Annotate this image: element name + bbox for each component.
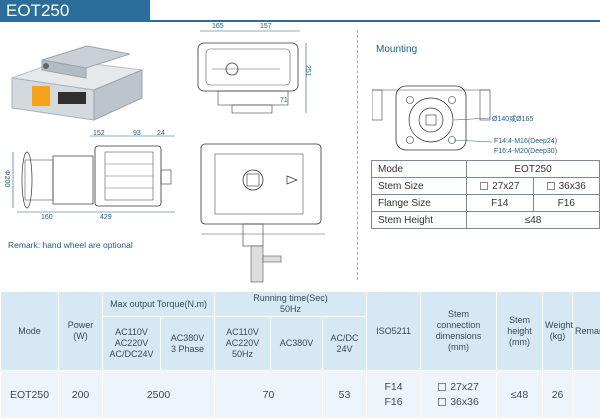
- cell-power: 200: [59, 371, 103, 419]
- mount-flange-2: F16: [533, 195, 599, 212]
- header-torque: Max output Torque(N.m): [103, 292, 215, 317]
- side-dim-small: 71: [280, 97, 288, 104]
- cell-running: 70: [215, 371, 323, 419]
- top-dim-left: 165: [212, 23, 224, 30]
- cell-stem-conn: 27x27 36x36: [421, 371, 497, 419]
- cell-run-acdc: 53: [323, 371, 367, 419]
- header-iso: ISO5211: [367, 292, 421, 371]
- header-run-acdc: AC/DC 24V: [323, 317, 367, 371]
- mount-stem-size-2: 36x36: [533, 178, 599, 195]
- spec-table: Mode Power (W) Max output Torque(N.m) Ru…: [0, 291, 600, 419]
- mount-stem-height-label: Stem Height: [372, 212, 467, 229]
- title-rule: [0, 20, 600, 22]
- mount-note-f16: F16:4-M20(Deep30): [494, 148, 557, 155]
- cell-stem-conn-2-text: 36x36: [450, 396, 479, 408]
- checkbox-icon: [547, 182, 555, 190]
- header-power: Power (W): [59, 292, 103, 371]
- header-mode: Mode: [1, 292, 59, 371]
- mounting-table: Mode EOT250 Stem Size 27x27 36x36 Flange…: [371, 160, 600, 229]
- product-photo: [2, 30, 152, 125]
- mount-stem-height-value: ≤48: [467, 212, 600, 229]
- header-remark: Remark: [573, 292, 600, 371]
- side-dim: 251: [304, 65, 311, 77]
- cell-stem-conn-1-text: 27x27: [450, 381, 479, 393]
- remark-text: Remark: hand wheel are optional: [8, 240, 133, 250]
- dim-dia: Φ200: [3, 170, 10, 187]
- top-view-drawing: 165 157 251 71: [190, 25, 315, 115]
- checkbox-icon: [438, 383, 446, 391]
- mount-flange-1: F14: [467, 195, 533, 212]
- dim-93: 93: [133, 130, 141, 137]
- profile-drawing: 152 93 24 429 160 Φ200: [5, 130, 185, 225]
- header-run-ac110: AC110V AC220V 50Hz: [215, 317, 271, 371]
- cell-torque: 2500: [103, 371, 215, 419]
- mounting-flange-drawing: Ø140或Ø165 F14:4-M16(Deep24) F16:4-M20(De…: [372, 80, 572, 152]
- dim-160: 160: [41, 214, 53, 221]
- mount-note-f14: F14:4-M16(Deep24): [494, 138, 557, 145]
- cell-weight: 26: [543, 371, 573, 419]
- header-running: Running time(Sec) 50Hz: [215, 292, 367, 317]
- mount-stem-size-label: Stem Size: [372, 178, 467, 195]
- cell-iso-2: F16: [367, 395, 420, 410]
- header-torque-ac110: AC110V AC220V AC/DC24V: [103, 317, 161, 371]
- mount-mode-value: EOT250: [467, 161, 600, 178]
- header-torque-ac380: AC380V 3 Phase: [161, 317, 215, 371]
- cell-mode: EOT250: [1, 371, 59, 419]
- page-title: EOT250: [6, 2, 69, 20]
- mount-stem-size-1: 27x27: [467, 178, 533, 195]
- cell-iso: F14 F16: [367, 371, 421, 419]
- cell-stem-conn-2: 36x36: [421, 395, 496, 410]
- dim-24: 24: [157, 130, 165, 137]
- mount-note-dia: Ø140或Ø165: [492, 114, 533, 124]
- side-view-drawing: [195, 118, 335, 283]
- top-dim-right: 157: [260, 23, 272, 30]
- header-run-ac380: AC380V: [271, 317, 323, 371]
- cell-stem-conn-1: 27x27: [421, 380, 496, 395]
- mount-stem-size-1-text: 27x27: [492, 181, 519, 192]
- header-stem-conn: Stem connection dimensions (mm): [421, 292, 497, 371]
- cell-remark: [573, 371, 600, 419]
- mount-flange-label: Flange Size: [372, 195, 467, 212]
- dim-152: 152: [93, 130, 105, 137]
- mount-mode-label: Mode: [372, 161, 467, 178]
- header-weight: Weight (kg): [543, 292, 573, 371]
- mount-stem-size-2-text: 36x36: [559, 181, 586, 192]
- checkbox-icon: [480, 182, 488, 190]
- checkbox-icon: [438, 398, 446, 406]
- mounting-title: Mounting: [376, 44, 417, 55]
- section-divider: [357, 30, 358, 280]
- cell-iso-1: F14: [367, 380, 420, 395]
- cell-stem-height: ≤48: [497, 371, 543, 419]
- dim-429: 429: [100, 214, 112, 221]
- header-stem-height: Stem height (mm): [497, 292, 543, 371]
- title-band: EOT250: [0, 0, 150, 22]
- table-row: EOT250 200 2500 70 53 F14 F16 27x27 36x3…: [1, 371, 600, 419]
